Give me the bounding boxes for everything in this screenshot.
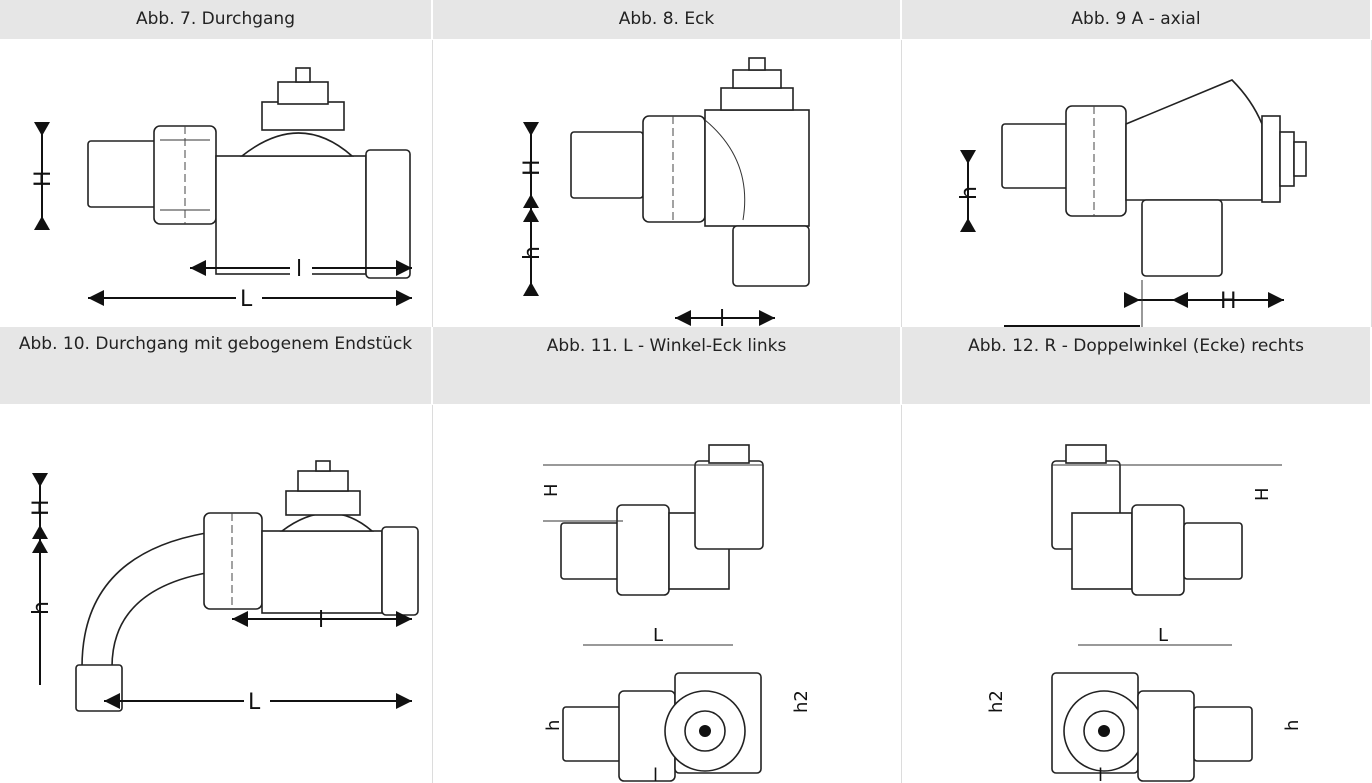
svg-text:l: l <box>653 765 658 783</box>
svg-text:l: l <box>719 307 725 327</box>
svg-text:l: l <box>1098 765 1103 783</box>
svg-text:l: l <box>318 608 324 633</box>
svg-text:h: h <box>520 246 545 260</box>
dimension-H: H <box>29 473 54 539</box>
svg-text:h2: h2 <box>791 690 812 713</box>
svg-text:h: h <box>543 720 564 731</box>
figure-abb9-axial: h H <box>902 40 1372 327</box>
svg-text:h2: h2 <box>986 690 1007 713</box>
figure-caption: Abb. 7. Durchgang <box>0 0 433 40</box>
svg-text:L: L <box>240 287 253 312</box>
dimension-L: L <box>104 689 412 715</box>
svg-text:H: H <box>1252 487 1273 501</box>
valve-right-angle-drawing: H L h2 h l <box>986 444 1303 783</box>
valve-axial-drawing: h H <box>957 79 1307 327</box>
figure-caption: Abb. 11. L - Winkel-Eck links <box>433 327 902 405</box>
svg-text:L: L <box>248 690 261 715</box>
dimension-H: H <box>31 122 56 230</box>
svg-text:h: h <box>1282 720 1303 731</box>
figure-abb10-gebogen: H h l L <box>0 405 433 783</box>
valve-bent-drawing: H h l L <box>29 460 419 715</box>
figure-abb7-durchgang: H l L <box>0 40 433 327</box>
dimension-L: L <box>88 286 412 312</box>
svg-text:L: L <box>1158 625 1168 646</box>
dimension-H: H <box>520 122 545 208</box>
dimension-l: l <box>190 257 412 282</box>
svg-text:H: H <box>541 483 562 497</box>
valve-angle-drawing: H h l <box>520 57 810 327</box>
svg-text:H: H <box>1220 289 1237 314</box>
svg-text:l: l <box>296 257 302 282</box>
figure-caption: Abb. 8. Eck <box>433 0 902 40</box>
valve-straight-drawing: H l L <box>31 67 412 312</box>
figure-caption: Abb. 9 A - axial <box>902 0 1372 40</box>
figure-abb12-doppelwinkel-rechts: H L h2 h l <box>902 405 1372 783</box>
figure-abb11-winkel-eck-links: H L h h2 l <box>433 405 902 783</box>
svg-text:H: H <box>29 499 54 516</box>
dimension-H: H <box>1124 280 1284 327</box>
svg-text:L: L <box>653 625 663 646</box>
dimension-h: h <box>957 150 982 232</box>
svg-text:h: h <box>957 186 982 200</box>
dimension-l: l <box>232 608 412 633</box>
valve-left-angle-drawing: H L h h2 l <box>541 444 812 783</box>
dimension-h: h <box>29 539 54 685</box>
dimension-h: h <box>520 208 545 296</box>
svg-text:h: h <box>29 601 54 615</box>
svg-text:H: H <box>31 170 56 187</box>
figure-caption: Abb. 12. R - Doppelwinkel (Ecke) rechts <box>902 327 1372 405</box>
figure-abb8-eck: H h l <box>433 40 902 327</box>
figure-caption: Abb. 10. Durchgang mit gebogenem Endstüc… <box>0 327 433 405</box>
svg-text:H: H <box>520 159 545 176</box>
dimension-l: l <box>675 307 775 327</box>
